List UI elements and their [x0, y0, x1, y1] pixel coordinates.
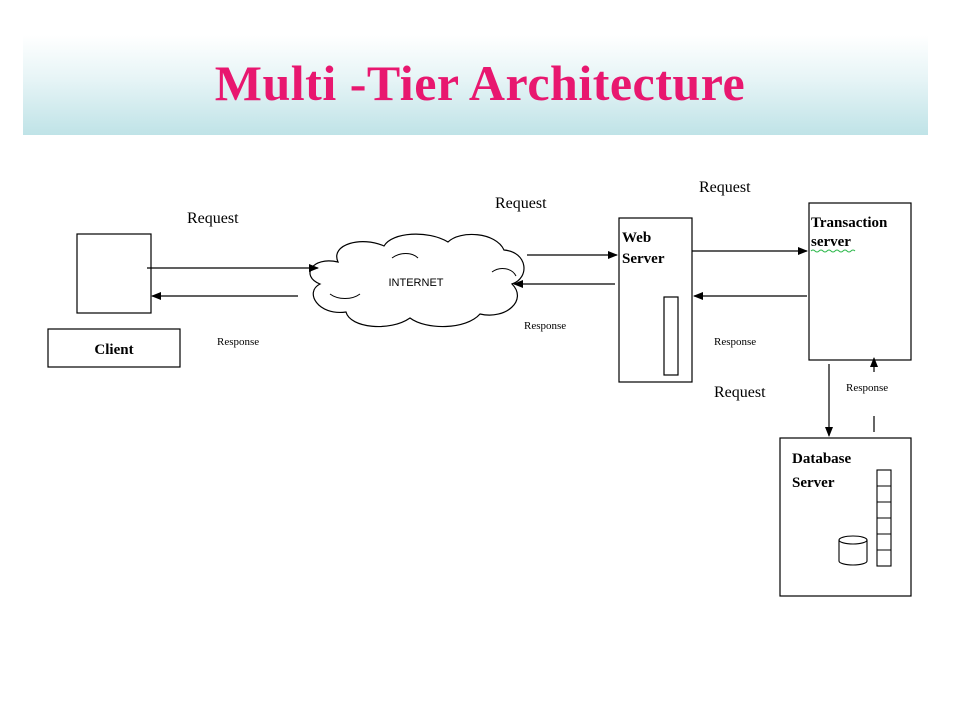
database-cylinder-icon — [838, 535, 868, 566]
database-server-label-line2: Server — [792, 475, 835, 491]
slide-title: Multi -Tier Architecture — [214, 55, 746, 111]
web-server-label-line2: Server — [622, 251, 665, 267]
web-server-box — [618, 217, 693, 383]
database-server-label-line1: Database — [792, 451, 852, 467]
internet-response-label: Response — [524, 320, 566, 332]
db-request-label: Request — [714, 384, 766, 401]
internet-request-label: Request — [495, 195, 547, 212]
database-rack-icon — [876, 469, 892, 567]
client-request-label: Request — [187, 210, 239, 227]
title-band — [23, 35, 928, 135]
transaction-server-box — [808, 202, 912, 361]
web-request-label: Request — [699, 179, 751, 196]
client-response-label: Response — [217, 336, 259, 348]
internet-label: INTERNET — [389, 277, 444, 289]
client-label: Client — [94, 342, 133, 358]
db-response-label: Response — [846, 382, 888, 394]
internet-cloud — [309, 233, 525, 328]
transaction-server-label-line1: Transaction — [811, 215, 888, 231]
transaction-server-label-line2: server — [811, 234, 851, 250]
web-server-label-line1: Web — [622, 230, 651, 246]
web-response-label: Response — [714, 336, 756, 348]
client-computer-box — [76, 233, 152, 314]
web-server-slot-icon — [663, 296, 679, 376]
client-label-box — [47, 328, 181, 368]
spellcheck-underline — [810, 249, 856, 253]
